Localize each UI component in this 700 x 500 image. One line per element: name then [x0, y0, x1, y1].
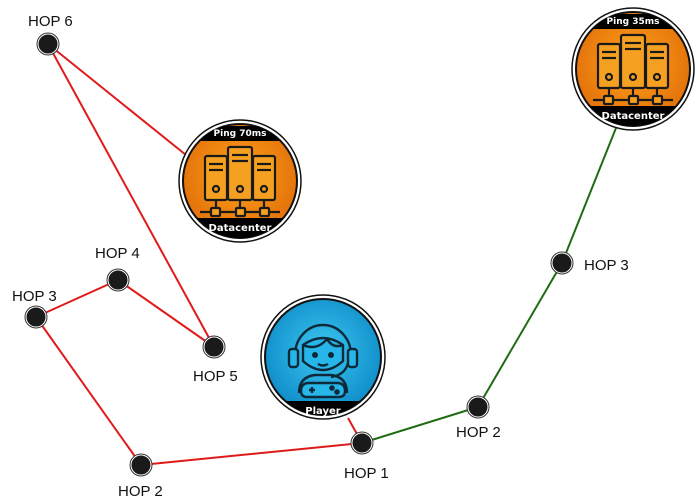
hop-label-red-hop4: HOP 4	[95, 245, 140, 262]
server-rack-icon	[593, 33, 673, 106]
hop-node-red-hop3	[24, 305, 48, 329]
hop-labels: HOP 1 HOP 2 HOP 3 HOP 4 HOP 5 HOP 6 HOP …	[12, 13, 629, 500]
hop-node-red-hop5	[202, 335, 226, 359]
datacenter-far-label: Datacenter	[209, 223, 272, 234]
route-segment-hop4-hop5	[117, 279, 215, 348]
route-segment-hop6-datacenter	[47, 43, 187, 156]
route-segment-green-hop2-hop3	[477, 262, 563, 408]
route-segment-green-hop3-datacenter	[561, 127, 617, 264]
hop-label-green-hop3: HOP 3	[584, 257, 629, 274]
hop-node-green-hop2	[466, 395, 490, 419]
hop-node-green-hop3	[550, 251, 574, 275]
player-node: Player	[260, 294, 386, 420]
route-segment-hop1-hop2	[140, 442, 363, 466]
hop-label-red-hop5: HOP 5	[193, 368, 238, 385]
hop-label-hop1: HOP 1	[344, 465, 389, 482]
hop-node-hop1	[350, 431, 374, 455]
hop-label-green-hop2: HOP 2	[456, 424, 501, 441]
server-rack-icon	[200, 145, 280, 218]
datacenter-far-node: Ping 70ms Datacenter	[178, 119, 302, 243]
slow-route-lines	[35, 43, 363, 466]
hop-node-red-hop2	[129, 453, 153, 477]
datacenter-near-label: Datacenter	[602, 111, 665, 122]
player-label: Player	[305, 406, 340, 417]
hop-node-red-hop4	[106, 268, 130, 292]
hop-node-red-hop6	[36, 32, 60, 56]
route-segment-hop5-hop6	[47, 43, 215, 348]
gamer-headset-controller-icon	[287, 323, 359, 399]
datacenter-near-ping: Ping 35ms	[607, 17, 660, 27]
hop-label-red-hop6: HOP 6	[28, 13, 73, 30]
fast-route-lines	[361, 127, 617, 444]
datacenter-near-node: Ping 35ms Datacenter	[571, 7, 695, 131]
datacenter-far-ping: Ping 70ms	[214, 129, 267, 139]
hop-label-red-hop3: HOP 3	[12, 288, 57, 305]
route-segment-hop2-hop3	[35, 316, 142, 466]
route-segment-hop3-hop4	[35, 279, 119, 318]
hop-label-red-hop2: HOP 2	[118, 483, 163, 500]
hop-nodes	[24, 32, 574, 477]
route-segment-hop1-green-hop2	[361, 406, 479, 444]
